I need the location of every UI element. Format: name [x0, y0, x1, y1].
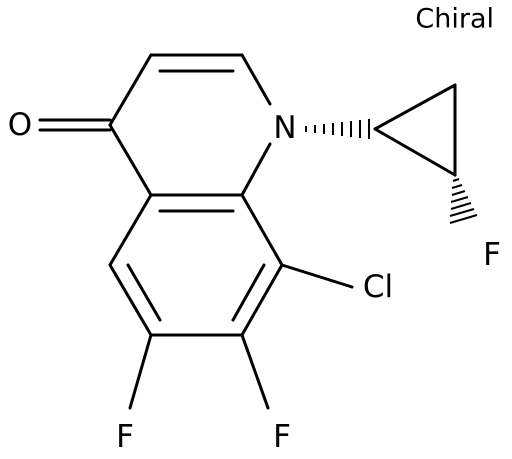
- atom-label-fluorine-6: F: [116, 419, 134, 455]
- bond-c7-c8-inner: [231, 263, 266, 322]
- bond-cp3-cp1: [373, 127, 457, 177]
- bond-c7-f: [240, 333, 270, 410]
- atom-label-chlorine: Cl: [363, 269, 393, 305]
- atom-label-oxygen: O: [8, 107, 32, 143]
- chiral-label: Chiral: [415, 4, 494, 35]
- atom-label-fluorine-cyclopropyl: F: [483, 237, 501, 273]
- bond-c4-c3: [108, 53, 153, 127]
- bond-c8-c8a: [240, 193, 284, 267]
- bond-c4a-c4: [108, 123, 153, 197]
- bond-c7-c8: [240, 263, 284, 337]
- hashed-wedge-n-cyclopropyl: [305, 119, 370, 139]
- bond-n1-c8a: [240, 142, 272, 197]
- atom-label-nitrogen: N: [273, 110, 296, 146]
- bond-c8-cl: [280, 263, 354, 289]
- bond-cp1-cp2: [373, 83, 457, 131]
- bond-c5-c6: [108, 263, 153, 337]
- bond-c2-n1: [240, 53, 272, 106]
- hashed-wedge-cyclopropyl-f: [449, 178, 478, 224]
- bond-c5-c6-inner: [126, 263, 162, 322]
- bond-c6-f: [128, 333, 153, 410]
- atom-label-fluorine-7: F: [273, 419, 291, 455]
- bond-c4a-c5: [108, 193, 153, 267]
